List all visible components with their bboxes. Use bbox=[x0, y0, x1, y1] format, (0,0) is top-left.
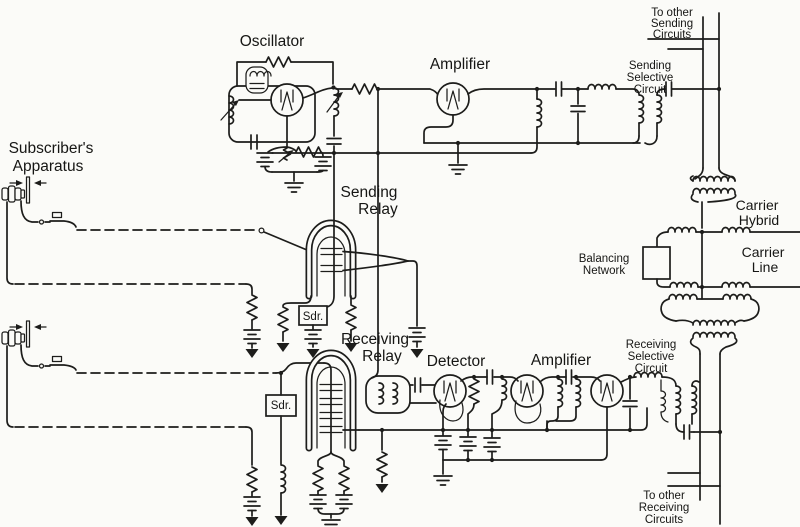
ground-icon bbox=[375, 484, 389, 493]
transformer-primary bbox=[638, 94, 645, 124]
tank-lc bbox=[245, 66, 269, 94]
label-sdr-1: Sdr. bbox=[303, 311, 323, 323]
subscriber-apparatus-2 bbox=[1, 320, 325, 466]
label-sending-relay: Sending bbox=[341, 184, 398, 201]
arrow-icons bbox=[9, 324, 47, 330]
label-amplifier-top: Amplifier bbox=[430, 56, 490, 73]
oscillator-circuit bbox=[220, 56, 343, 193]
label-sending-selective: Circuit bbox=[634, 84, 667, 96]
filament-loop bbox=[439, 399, 464, 422]
label-carrier-line: Line bbox=[752, 259, 779, 275]
balancing-network-box bbox=[642, 246, 671, 280]
relay-contacts bbox=[320, 247, 343, 273]
detector-amplifier-chain bbox=[358, 369, 648, 486]
filament-loop bbox=[514, 400, 542, 424]
ground-icon bbox=[245, 517, 259, 526]
bias-network bbox=[256, 146, 332, 193]
subscriber-apparatus-1 bbox=[1, 176, 308, 295]
label-detector: Detector bbox=[427, 353, 486, 370]
ground-icon bbox=[284, 182, 304, 193]
label-carrier-hybrid: Hybrid bbox=[739, 212, 779, 228]
arrow-icons bbox=[9, 180, 47, 186]
label-carrier-hybrid: Carrier bbox=[736, 197, 779, 213]
label-receiving-relay: Relay bbox=[362, 348, 402, 365]
transmitter-bar bbox=[25, 176, 31, 204]
ground-icon bbox=[433, 475, 453, 486]
detector-tube-icon bbox=[433, 374, 467, 408]
label-sending-selective: Selective bbox=[627, 72, 674, 84]
receiving-relay-circuit bbox=[265, 88, 437, 527]
label-receiving-selective: Receiving bbox=[626, 339, 677, 351]
label-sending-relay: Relay bbox=[358, 201, 398, 218]
label-to-other-receiving: Receiving bbox=[639, 502, 690, 514]
amplifier-tube-icon bbox=[590, 374, 624, 408]
label-subscribers-apparatus: Subscriber's bbox=[9, 140, 94, 157]
vacuum-tube-icon bbox=[270, 83, 304, 117]
receiving-bus bbox=[667, 353, 721, 525]
feed-wire bbox=[371, 88, 379, 379]
telephone-receiver-icon bbox=[1, 185, 26, 203]
relay-winding bbox=[365, 375, 411, 414]
label-to-other-sending: Circuits bbox=[653, 29, 692, 41]
relay-bias-loop bbox=[309, 451, 353, 527]
junction-dots bbox=[278, 85, 723, 463]
ground-icon bbox=[321, 519, 341, 527]
relay-armature bbox=[323, 362, 332, 453]
relay-magnet bbox=[305, 219, 357, 300]
ground-icon bbox=[245, 349, 259, 358]
label-sending-selective: Sending bbox=[629, 60, 671, 72]
label-to-other-receiving: To other bbox=[643, 490, 685, 502]
label-balancing-network: Balancing bbox=[579, 253, 630, 265]
ground-icon bbox=[410, 349, 424, 358]
lower-bus-1 bbox=[358, 407, 648, 431]
label-receiving-selective: Circuit bbox=[635, 363, 668, 375]
ground-icon bbox=[448, 164, 468, 175]
label-to-other-receiving: Circuits bbox=[645, 514, 684, 526]
label-oscillator: Oscillator bbox=[240, 33, 305, 50]
transmitter-bar bbox=[25, 320, 31, 348]
shunt-coil bbox=[536, 98, 543, 128]
ground-icon bbox=[274, 516, 288, 525]
vacuum-tube-icon bbox=[436, 82, 470, 116]
line-termination-1 bbox=[243, 294, 261, 358]
label-to-other-sending: Sending bbox=[651, 18, 693, 30]
labels: Subscriber's Apparatus Oscillator Amplif… bbox=[9, 7, 785, 526]
label-amplifier-bottom: Amplifier bbox=[531, 352, 591, 369]
amplifier-top-circuit bbox=[271, 81, 720, 175]
switchhook-icon bbox=[51, 211, 63, 219]
label-carrier-line: Carrier bbox=[742, 244, 785, 260]
receiving-selective-circuit bbox=[633, 371, 700, 440]
relay-armature bbox=[326, 152, 335, 308]
label-sdr-2: Sdr. bbox=[271, 400, 291, 412]
switchhook-icon bbox=[51, 355, 63, 363]
label-balancing-network: Network bbox=[583, 265, 625, 277]
sending-relay-circuit bbox=[276, 152, 426, 358]
ground-icon bbox=[276, 343, 290, 352]
carrier-hybrid-circuit bbox=[642, 167, 800, 355]
label-receiving-selective: Selective bbox=[628, 351, 675, 363]
label-receiving-relay: Receiving bbox=[341, 331, 409, 348]
telephone-receiver-icon bbox=[1, 329, 26, 347]
label-subscribers-apparatus: Apparatus bbox=[13, 158, 84, 175]
relay-contacts bbox=[319, 383, 343, 434]
line-termination-2 bbox=[243, 466, 261, 526]
label-to-other-sending: To other bbox=[651, 7, 693, 19]
transformer-secondary bbox=[656, 94, 663, 124]
